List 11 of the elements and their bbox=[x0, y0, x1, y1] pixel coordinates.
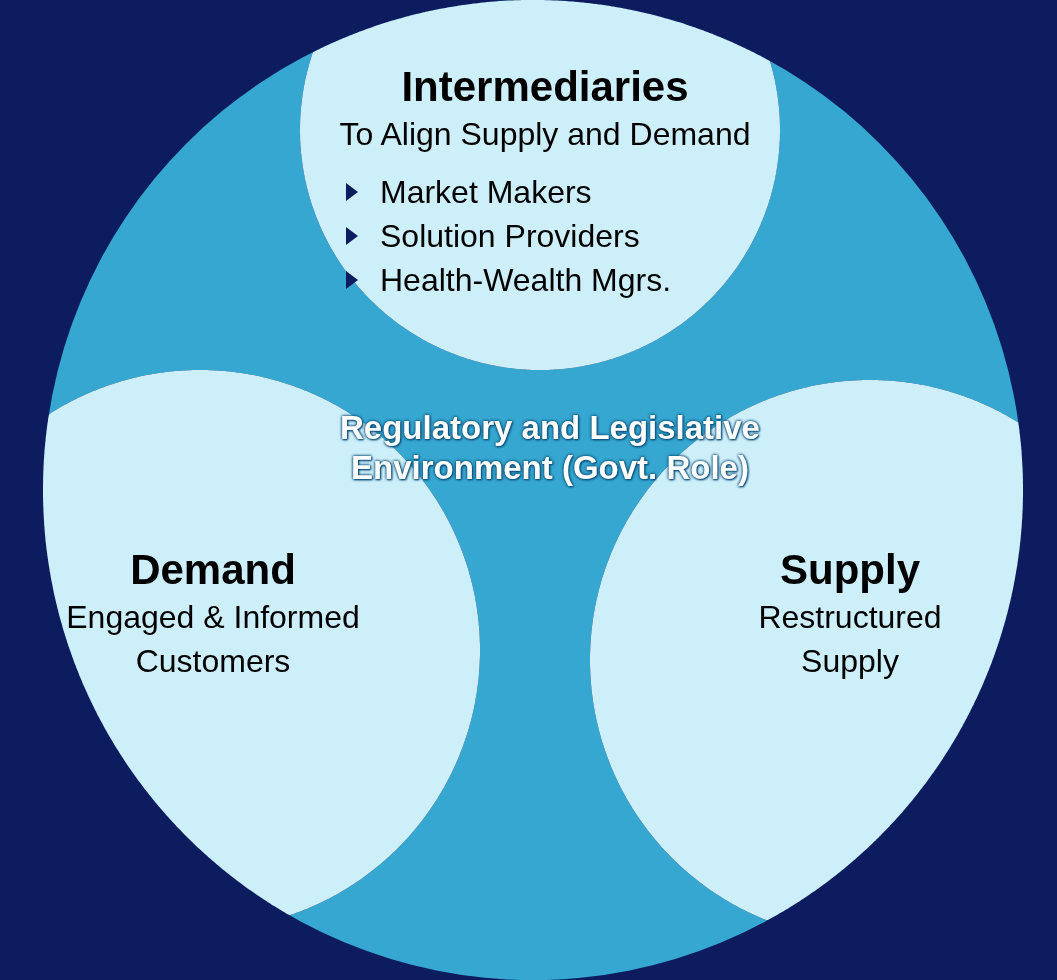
heading: Demand bbox=[129, 545, 297, 595]
subheading: Engaged & Informed Customers bbox=[65, 598, 361, 681]
environment-region bbox=[43, 0, 1023, 980]
bullet-text: Solution Providers bbox=[380, 217, 641, 256]
bullet-text: Health-Wealth Mgrs. bbox=[380, 261, 673, 300]
subheading: Restructured Supply bbox=[757, 598, 943, 681]
lobe-segment bbox=[300, 0, 780, 370]
bullet-text: Market Makers bbox=[380, 173, 593, 212]
heading: Supply bbox=[779, 545, 921, 595]
heading: Intermediaries bbox=[400, 62, 690, 112]
subheading: To Align Supply and Demand bbox=[338, 115, 752, 154]
